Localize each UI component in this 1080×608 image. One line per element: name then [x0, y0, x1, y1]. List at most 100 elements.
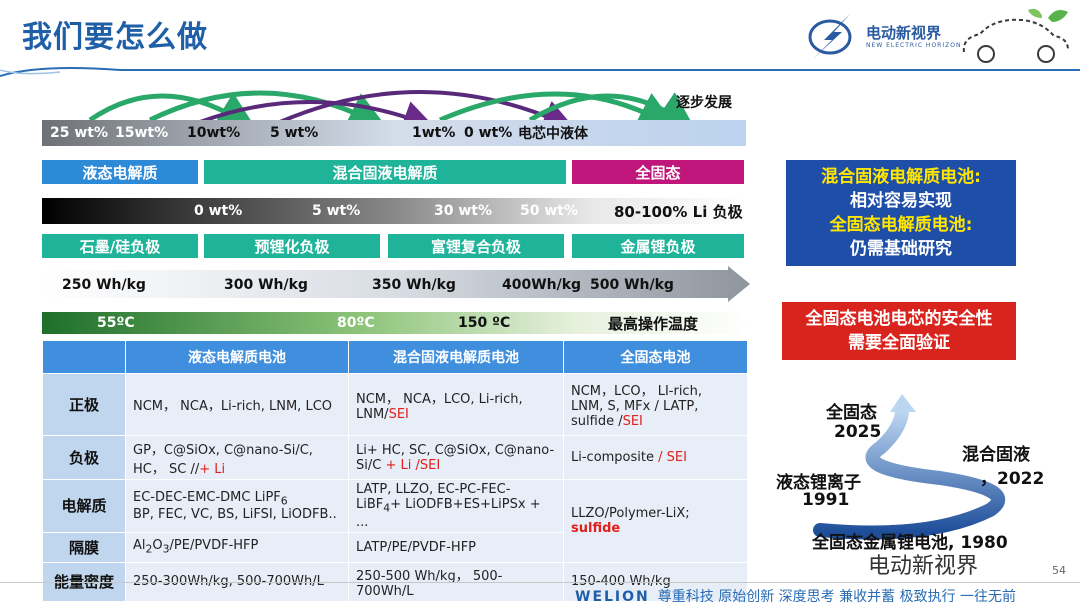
logo-subtitle: NEW ELECTRIC HORIZON: [866, 42, 962, 49]
feasibility-line-4: 仍需基础研究: [850, 239, 952, 259]
electrolyte-liquid-a: EC-DEC-EMC-DMC LiPF: [133, 489, 281, 505]
cathode-solid-b: LNM, S, MFx / LATP,: [571, 399, 699, 414]
temp-label: 最高操作温度: [608, 314, 699, 333]
cell-electrolyte-solid: LLZO/Polymer-LiX;sulfide: [563, 479, 748, 563]
timeline-li-metal: 全固态金属锂电池, 1980: [812, 533, 1008, 553]
eco-car-icon: [962, 8, 1069, 63]
cell-cathode-solid: NCM，LCO， LI-rich,LNM, S, MFx / LATP,sulf…: [563, 373, 748, 436]
cell-anode-hybrid: Li+ HC, SC, C@SiOx, C@nano-Si/C + Li /SE…: [348, 435, 564, 480]
temperature-arrow: [42, 308, 752, 338]
development-arrows: [88, 90, 697, 126]
liquid-15: 15wt%: [115, 125, 169, 141]
footer-divider: [0, 582, 1080, 583]
table-row: 负极 GP，C@SiOx, C@nano-Si/C,HC， SC //+ Li …: [42, 435, 748, 480]
feasibility-line-1: 混合固液电解质电池:: [821, 167, 981, 187]
cell-density-solid: 150-400 Wh/kg: [563, 561, 748, 602]
energy-400: 400Wh/kg: [502, 277, 582, 293]
cell-separator-hybrid: LATP/PE/PVDF-HFP: [348, 531, 564, 563]
energy-300: 300 Wh/kg: [224, 277, 308, 293]
anode-liquid-a: GP，C@SiOx, C@nano-Si/C,: [133, 442, 313, 458]
anode-hybrid-b: Si/C: [356, 457, 382, 473]
cell-anode-liquid: GP，C@SiOx, C@nano-Si/C, HC， SC //+ Li: [125, 435, 349, 480]
anode-liquid-b: HC， SC //: [133, 461, 200, 477]
electrolyte-hybrid-a: LATP, LLZO, EC-PC-FEC-: [356, 482, 511, 497]
table-row: 隔膜 Al2O3/PE/PVDF-HFP LATP/PE/PVDF-HFP: [42, 531, 748, 563]
timeline-liquid: 液态锂离子: [776, 473, 861, 493]
table-row: 正极 NCM， NCA，Li-rich, LNM, LCO NCM， NCA，L…: [42, 373, 748, 436]
timeline-solid-year: 2025: [834, 422, 882, 442]
anode-hybrid-a: Li+ HC, SC, C@SiOx, C@nano-: [356, 442, 555, 458]
electrolyte-solid-a: LLZO/Polymer-LiX;: [571, 505, 690, 521]
separator-c: /PE/PVDF-HFP: [169, 538, 259, 554]
type-liquid: 液态电解质: [42, 160, 198, 184]
anode-solid-sei: / SEI: [658, 450, 687, 465]
comparison-table: 液态电解质电池 混合固液电解质电池 全固态电池 正极 NCM， NCA，Li-r…: [42, 340, 748, 602]
cathode-hybrid-b: LNM/: [356, 406, 389, 422]
timeline-hybrid: 混合固液: [962, 445, 1030, 465]
electrolyte-liquid-sub: 6: [280, 494, 288, 508]
anode-graphite: 石墨/硅负极: [42, 234, 198, 258]
liquid-10: 10wt%: [187, 125, 241, 141]
cell-cathode-liquid: NCM， NCA，Li-rich, LNM, LCO: [125, 373, 349, 436]
safety-box: 全固态电池电芯的安全性 需要全面验证: [782, 302, 1016, 360]
separator-b: O: [152, 538, 163, 554]
cell-density-hybrid: 250-500 Wh/kg， 500-700Wh/L: [348, 561, 564, 602]
cathode-solid-a: NCM，LCO， LI-rich,: [571, 384, 702, 399]
table-row: 能量密度 250-300Wh/kg, 500-700Wh/L 250-500 W…: [42, 561, 748, 602]
row-label-separator: 隔膜: [42, 531, 126, 563]
anode-hybrid-li: + Li /SEI: [385, 457, 441, 473]
cell-density-liquid: 250-300Wh/kg, 500-700Wh/L: [125, 561, 349, 602]
li-0: 0 wt%: [194, 203, 243, 219]
temp-150: 150 ºC: [458, 315, 511, 331]
cathode-solid-sei: SEI: [622, 414, 643, 429]
energy-350: 350 Wh/kg: [372, 277, 456, 293]
cathode-solid-c: sulfide /: [571, 414, 623, 429]
anode-liquid-li: + Li: [199, 461, 226, 477]
energy-500: 500 Wh/kg: [590, 277, 674, 293]
type-solid: 全固态: [572, 160, 744, 184]
li-content-bar: 0 wt% 5 wt% 30 wt% 50 wt% 80-100% Li 负极: [42, 198, 746, 224]
electrolyte-hybrid-c: + LiODFB+ES+LiPSx + ...: [356, 497, 541, 530]
header-hybrid: 混合固液电解质电池: [348, 340, 564, 374]
separator-s1: 2: [145, 542, 153, 556]
timeline-hybrid-year: ，2022: [980, 469, 1045, 489]
cell-separator-liquid: Al2O3/PE/PVDF-HFP: [125, 531, 349, 563]
energy-250: 250 Wh/kg: [62, 277, 146, 293]
cell-cathode-hybrid: NCM， NCA，LCO, Li-rich,LNM/SEI: [348, 373, 564, 436]
cell-electrolyte-hybrid: LATP, LLZO, EC-PC-FEC-LiBF4+ LiODFB+ES+L…: [348, 479, 564, 533]
electrolyte-hybrid-b: LiBF: [356, 497, 384, 512]
footer-brand: WELION: [575, 589, 650, 605]
safety-line-2: 需要全面验证: [848, 333, 950, 353]
electrolyte-hybrid-sub: 4: [383, 501, 391, 515]
electrolyte-solid-b: sulfide: [571, 520, 621, 536]
cell-anode-solid: Li-composite / SEI: [563, 435, 748, 480]
header-liquid: 液态电解质电池: [125, 340, 349, 374]
separator-a: Al: [133, 538, 146, 554]
liquid-5: 5 wt%: [270, 125, 319, 141]
liquid-content-bar: 25 wt% 15wt% 10wt% 5 wt% 1wt% 0 wt% 电芯中液…: [42, 120, 746, 146]
li-30: 30 wt%: [434, 203, 493, 219]
timeline-spiral: [813, 394, 1006, 540]
separator-s2: 3: [162, 542, 170, 556]
temp-80: 80ºC: [337, 315, 375, 331]
watermark: 电动新视界: [868, 554, 979, 579]
page-title: 我们要怎么做: [22, 20, 208, 55]
liquid-0: 0 wt%: [464, 125, 513, 141]
anode-li-metal: 金属锂负极: [572, 234, 744, 258]
logo-name: 电动新视界: [866, 24, 942, 42]
electrolyte-liquid-b: BP, FEC, VC, BS, LiFSI, LiODFB..: [133, 507, 337, 523]
temp-55: 55ºC: [97, 315, 135, 331]
cathode-hybrid-a: NCM， NCA，LCO, Li-rich,: [356, 391, 523, 407]
arrows-label: 逐步发展: [676, 95, 732, 111]
page-number: 54: [1052, 564, 1066, 577]
temperature-labels: 55ºC 80ºC 150 ºC 最高操作温度: [42, 310, 722, 336]
li-5: 5 wt%: [312, 203, 361, 219]
anode-solid-a: Li-composite: [571, 450, 654, 465]
li-label: 80-100% Li 负极: [614, 202, 743, 221]
footer-slogan: 尊重科技 原始创新 深度思考 兼收并蓄 极致执行 一往无前: [657, 589, 1017, 605]
row-label-electrolyte: 电解质: [42, 479, 126, 533]
cathode-hybrid-sei: SEI: [388, 406, 409, 422]
anode-li-rich: 富锂复合负极: [388, 234, 564, 258]
